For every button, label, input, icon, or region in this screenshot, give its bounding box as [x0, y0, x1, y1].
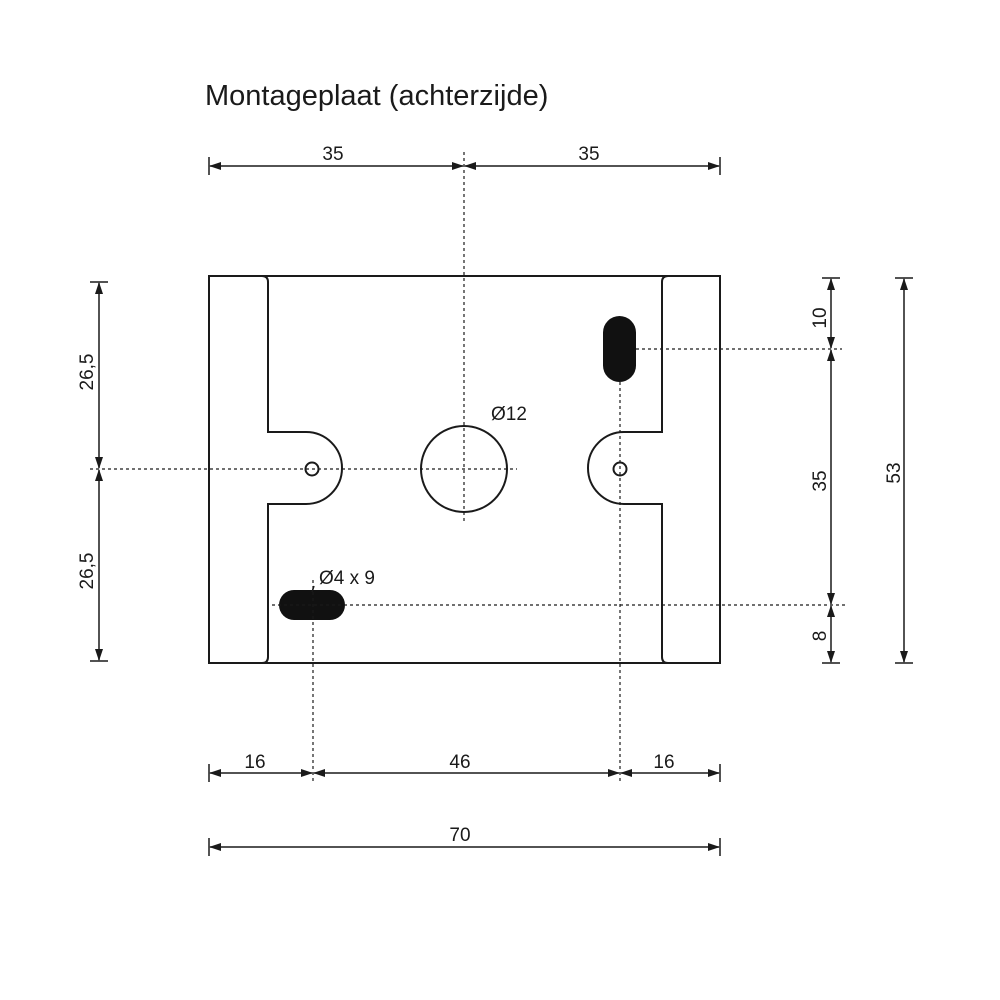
dim-top-left: 35 [322, 144, 343, 165]
plate-outline [208, 275, 721, 664]
left-rail-outline [209, 275, 343, 664]
dim-bottom-middle: 46 [449, 752, 470, 773]
bottom-slot [279, 590, 345, 620]
slot-hole-label: Ø4 x 9 [319, 568, 375, 589]
dim-right-bottom: 8 [810, 631, 831, 642]
dim-top-right: 35 [578, 144, 599, 165]
dim-total-width: 70 [449, 825, 470, 846]
dim-right-top: 10 [810, 307, 831, 328]
top-slot [603, 316, 636, 382]
right-rail-outline [587, 275, 720, 664]
dim-left-lower: 26,5 [77, 553, 98, 590]
dim-total-height: 53 [884, 462, 905, 483]
dim-left-upper: 26,5 [77, 354, 98, 391]
dim-bottom-right: 16 [653, 752, 674, 773]
dim-bottom-left: 16 [244, 752, 265, 773]
center-hole-label: Ø12 [491, 404, 527, 425]
dim-right-middle: 35 [810, 470, 831, 491]
drawing-title: Montageplaat (achterzijde) [205, 80, 549, 112]
slot-label-leader [311, 585, 315, 593]
